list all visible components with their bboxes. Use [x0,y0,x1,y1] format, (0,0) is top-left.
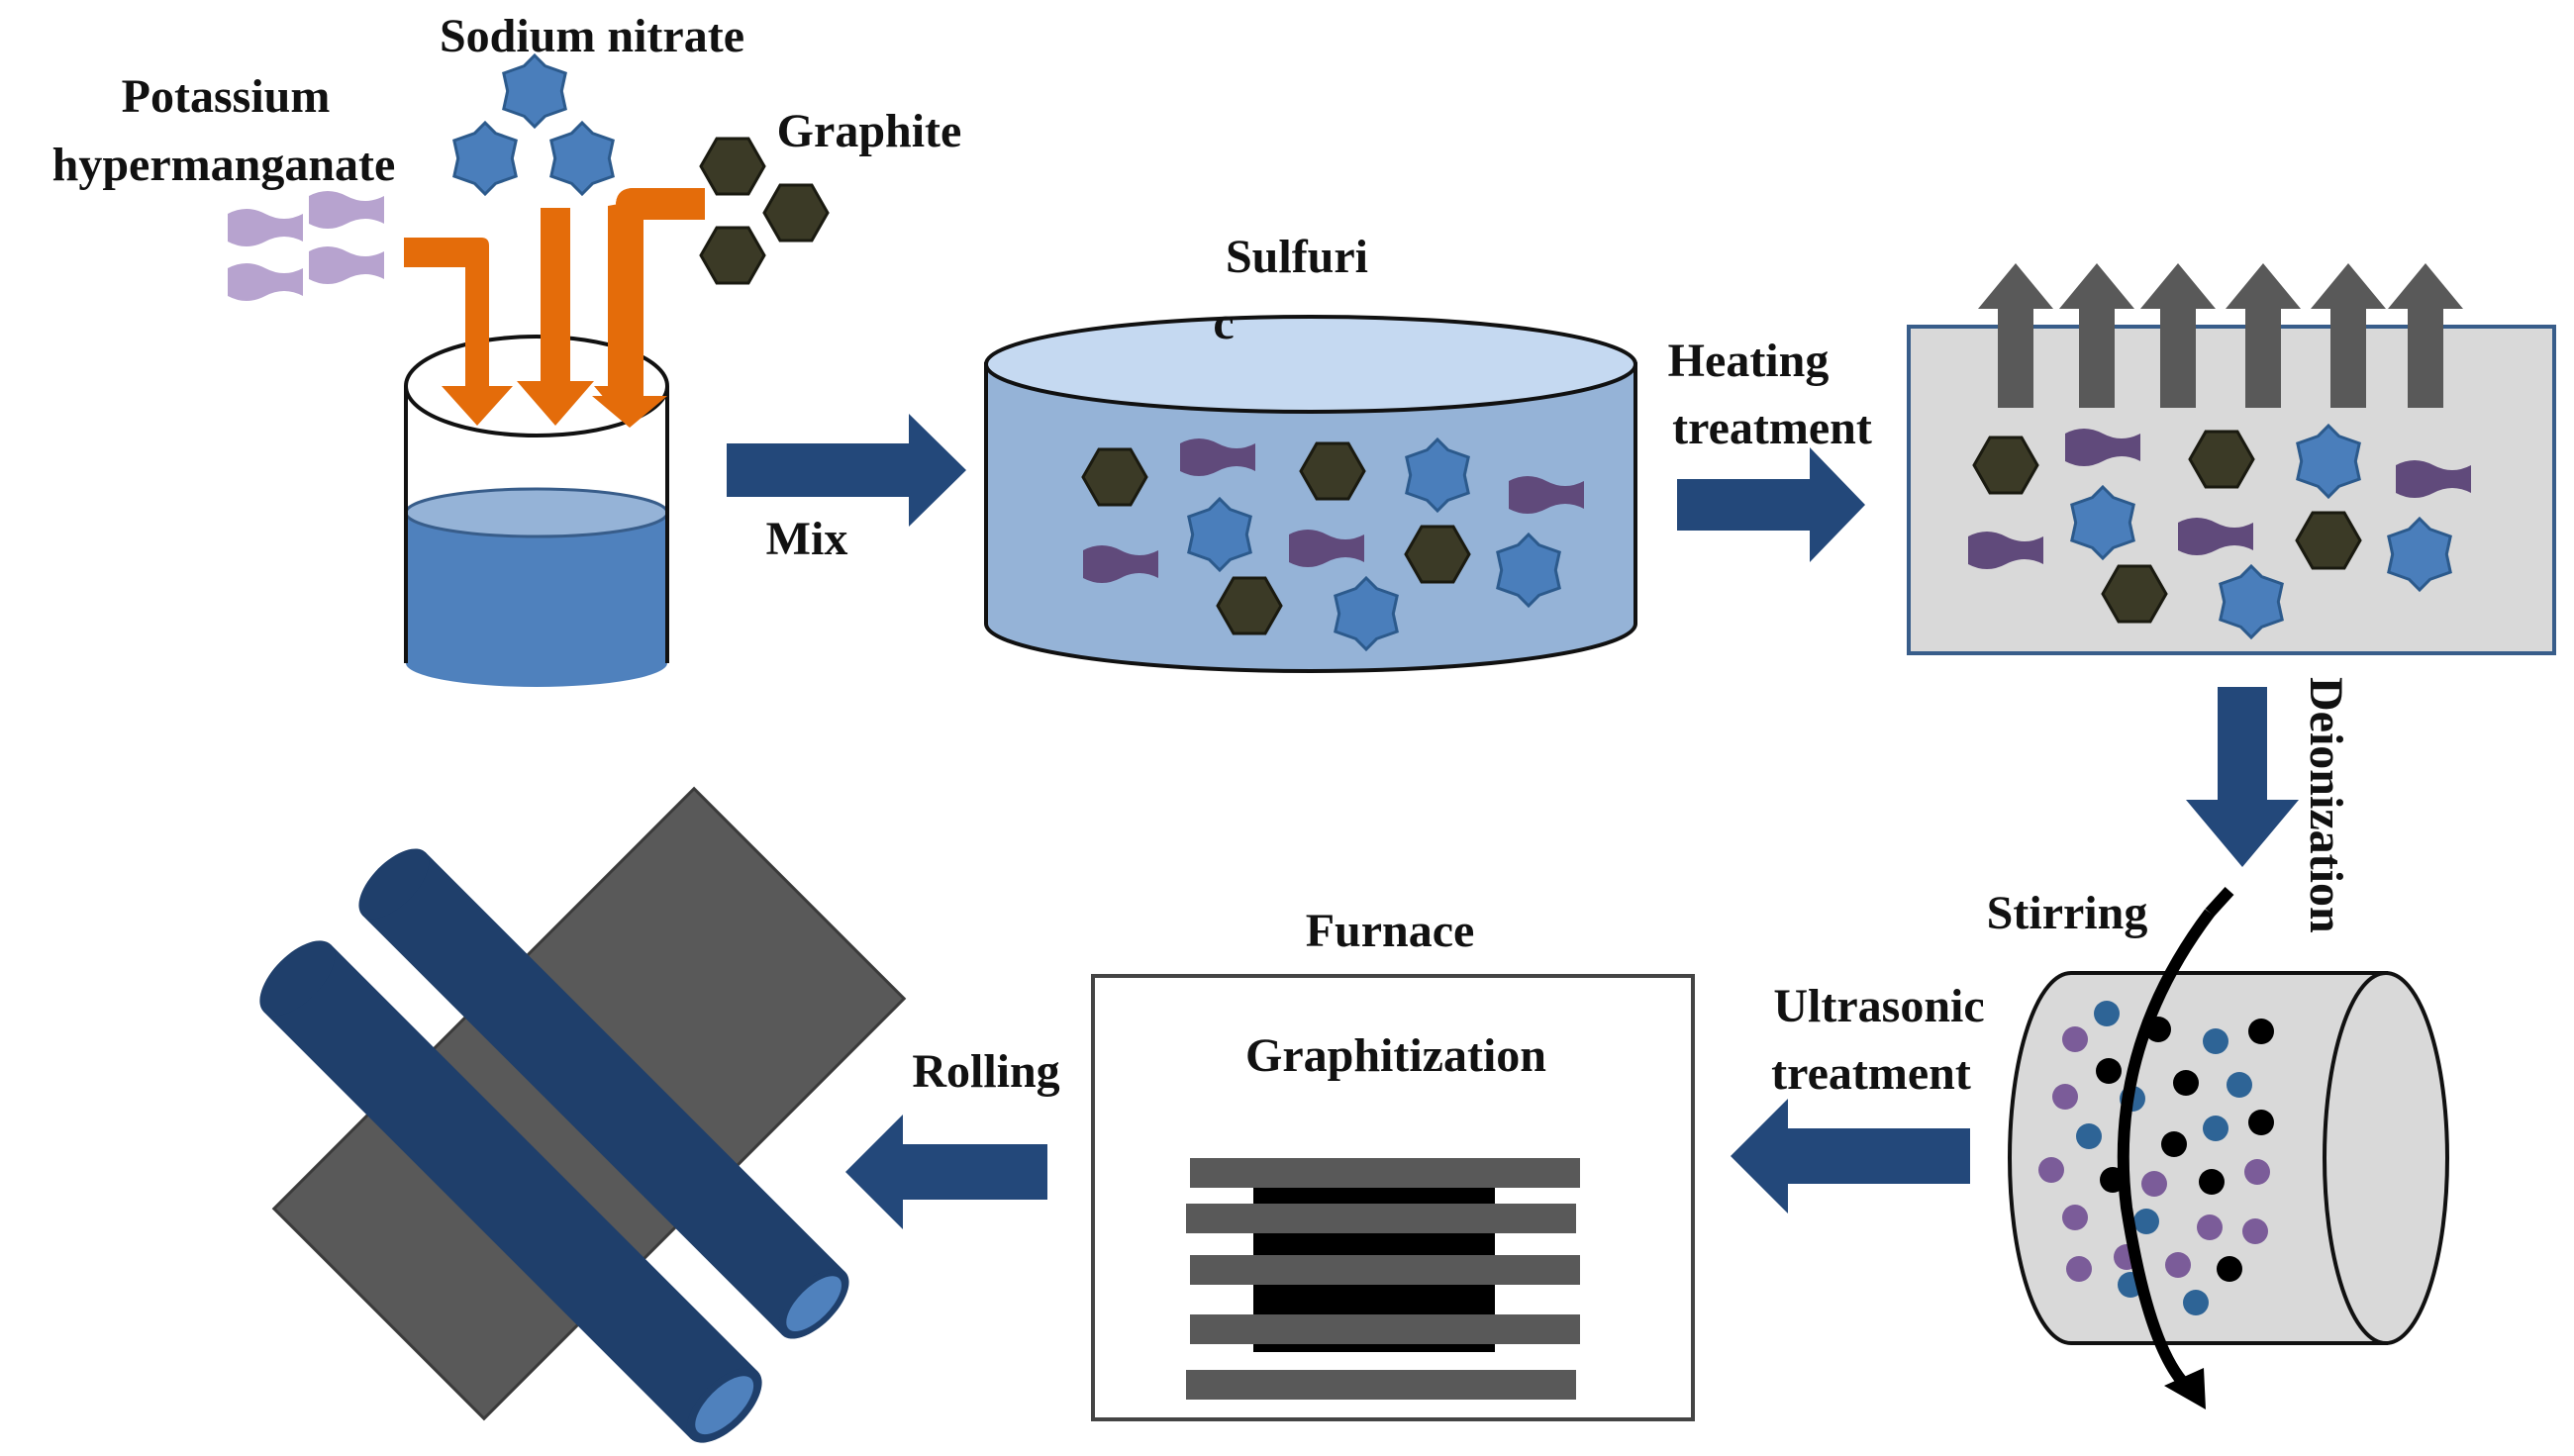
stirring-drum [2008,971,2449,1345]
stirring-rotation-arrow [2117,886,2234,1409]
label-mix: Mix [766,513,848,565]
particle-dots [2038,1001,2274,1315]
label-hypermanganate: hypermanganate [52,139,396,191]
feed-pipes [404,188,705,428]
sulfuric-tank [984,315,1637,673]
deionization-arrow [2186,687,2299,867]
heating-arrow [1677,447,1865,562]
label-ultrasonic-treatment: treatment [1771,1047,1971,1100]
label-heating: Heating [1668,335,1830,387]
label-furnace: Furnace [1306,905,1475,957]
potassium-wave-icons [228,191,384,301]
label-potassium: Potassium [122,70,331,123]
rolling-arrow [845,1115,1047,1229]
label-sodium-nitrate: Sodium nitrate [440,10,744,62]
label-deionization: Deionization [2300,677,2352,933]
reagent-beaker [404,335,669,687]
label-heating-treatment: treatment [1672,402,1872,454]
label-ultrasonic: Ultrasonic [1773,980,1984,1032]
label-graphitization: Graphitization [1245,1029,1546,1082]
ultrasonic-arrow [1731,1099,1970,1213]
graphite-hexagon-icons [699,137,830,285]
label-rolling: Rolling [912,1045,1059,1098]
rolling-mill [259,786,907,1443]
label-sulfuric-c: c [1213,297,1234,349]
label-sulfuric: Sulfuri [1226,231,1368,283]
sodium-nitrate-star-icons [452,53,615,196]
label-graphite: Graphite [777,105,962,157]
mix-arrow [727,414,966,527]
graphite-layers [1186,1158,1580,1400]
label-stirring: Stirring [1987,887,2148,939]
